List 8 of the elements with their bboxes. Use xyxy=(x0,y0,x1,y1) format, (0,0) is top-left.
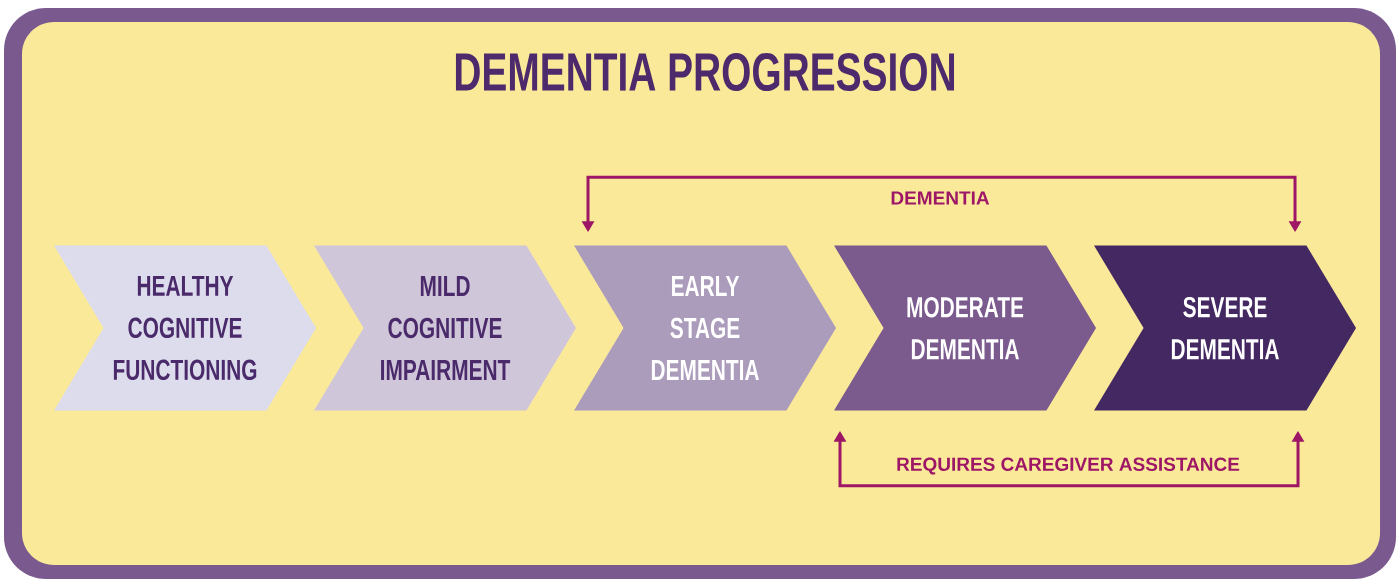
chevron-box: HEALTHY COGNITIVE FUNCTIONING xyxy=(54,245,316,411)
edge-label: DEMENTIA xyxy=(888,189,992,207)
chevron-box: SEVERE DEMENTIA xyxy=(1094,245,1356,411)
chevron-box: EARLY STAGE DEMENTIA xyxy=(574,245,836,411)
title: DEMENTIA PROGRESSION xyxy=(455,52,954,92)
chevron-box: MODERATE DEMENTIA xyxy=(834,245,1096,411)
edge-label: REQUIRES CAREGIVER ASSISTANCE xyxy=(894,455,1242,477)
chevron-box: MILD COGNITIVE IMPAIRMENT xyxy=(314,245,576,411)
